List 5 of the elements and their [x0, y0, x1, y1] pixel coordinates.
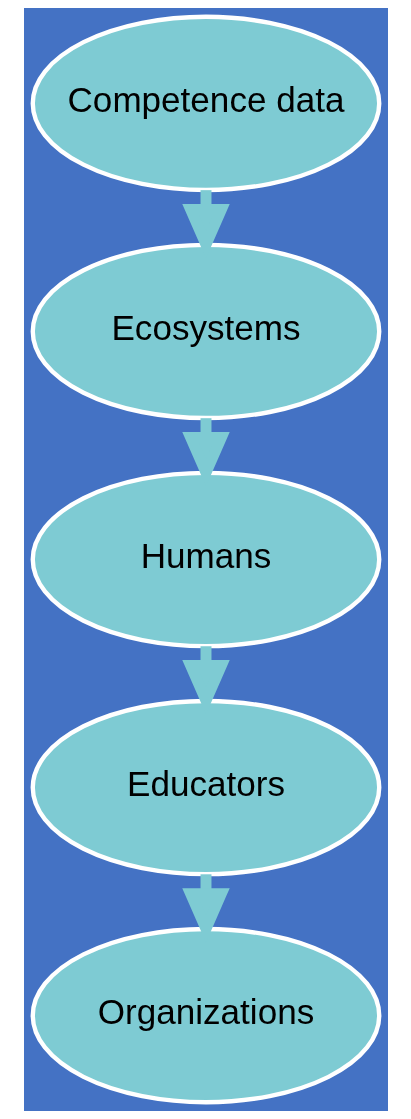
node-ellipse: Educators — [30, 698, 381, 877]
node-ellipse: Competence data — [30, 14, 381, 193]
node-ellipse: Humans — [30, 470, 381, 649]
node-ellipse: Organizations — [30, 926, 381, 1105]
node-ellipse: Ecosystems — [30, 242, 381, 421]
